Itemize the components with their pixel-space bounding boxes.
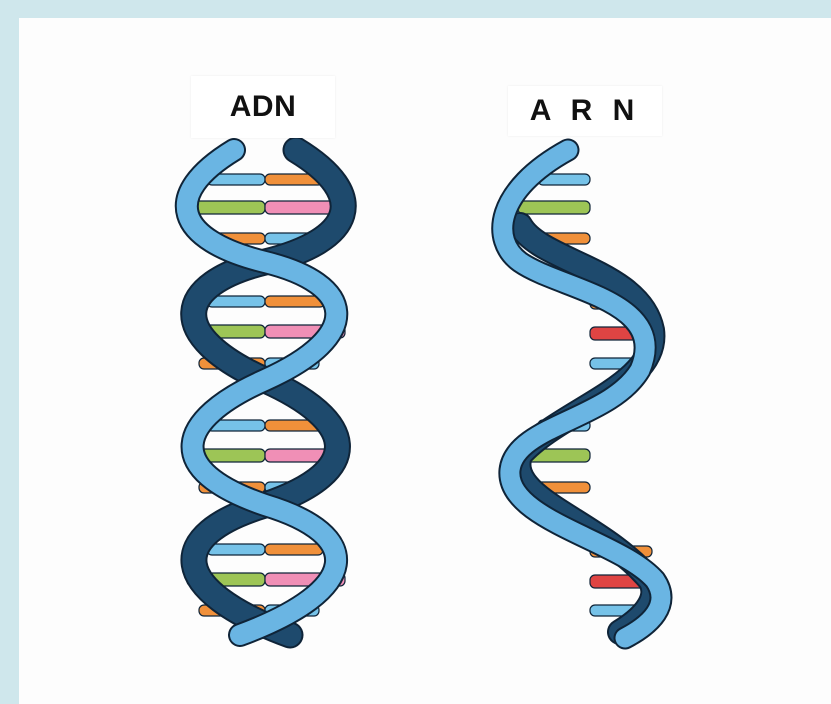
adn-label: ADN (191, 76, 335, 138)
arn-label-text: A R N (530, 94, 641, 128)
arn-label: A R N (508, 86, 662, 136)
adn-label-text: ADN (230, 90, 297, 124)
